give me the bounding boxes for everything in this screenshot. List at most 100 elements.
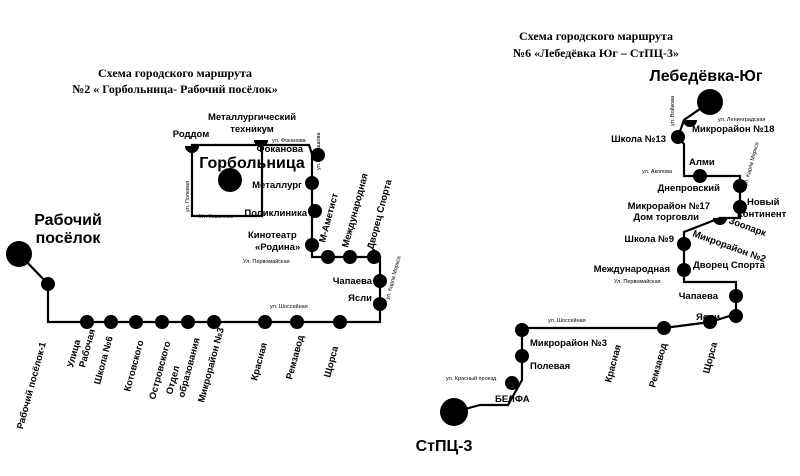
stop-metal-tekhnikum-marker[interactable]	[254, 140, 268, 147]
stop-chapaeva-label: Чапаева	[333, 276, 373, 287]
stop-kotovskogo-marker[interactable]	[129, 315, 143, 329]
stop-roddom-label: Роддом	[173, 129, 210, 140]
route-2-title-line2: №2 « Горбольница- Рабочий посёлок»	[72, 82, 277, 96]
stop-mkr3-marker[interactable]	[207, 315, 221, 329]
stop-ostrovskogo-marker[interactable]	[155, 315, 169, 329]
street-polevaya-label: ул. Полевая	[185, 181, 191, 212]
stop-fokanova-label: Фоканова	[257, 144, 304, 155]
street-leningradskaya-label: ул. Ленинградская	[718, 117, 765, 123]
terminal-gorbolnitsa-label: Горбольница	[199, 155, 305, 172]
stop-ulitsa-rabochaya-marker[interactable]	[80, 315, 94, 329]
stop-shkola9-marker[interactable]	[677, 237, 691, 251]
stop-dneprovskiy-marker[interactable]	[733, 179, 747, 193]
stop-krasnaya-marker[interactable]	[258, 315, 272, 329]
route-2-scheme: Схема городского маршрута №2 « Горбольни…	[6, 66, 403, 430]
stop-fokanova-marker[interactable]	[311, 148, 325, 162]
stop-shchorsa-label: Щорса	[322, 344, 341, 378]
stop-m-ametist-marker[interactable]	[321, 250, 335, 264]
stop-mezhdunarodnaya-marker-6[interactable]	[677, 263, 691, 277]
route-6-title-line1: Схема городского маршрута	[519, 29, 673, 43]
stop-mezhdunarodnaya-label-6: Международная	[594, 264, 670, 275]
stop-mkr18-marker[interactable]	[683, 120, 697, 127]
terminal-lebedyovka-yug-marker[interactable]	[697, 89, 723, 115]
stop-kotovskogo-label: Котовского	[122, 339, 146, 393]
stop-dvorets-sporta-marker[interactable]	[367, 250, 381, 264]
street-akopova-label: ул. Акопова	[642, 169, 673, 175]
stop-shchorsa-marker-6[interactable]	[703, 315, 717, 329]
terminal-rabochiy-label-1: Рабочий	[34, 212, 102, 229]
stop-otdel-obrazovaniya-marker[interactable]	[181, 315, 195, 329]
stop-remzavod-marker[interactable]	[290, 315, 304, 329]
stop-remzavod-label: Ремзавод	[284, 334, 306, 381]
street-pervomayskaya-label: Ул. Первомайская	[243, 258, 290, 265]
stop-m-ametist-label: М-Аметист	[317, 192, 341, 244]
stop-noviy-label-1: Новый	[747, 197, 780, 208]
route-6-line	[453, 101, 742, 414]
route-2-title-line1: Схема городского маршрута	[98, 66, 252, 80]
stop-almi-marker[interactable]	[693, 169, 707, 183]
stop-dom-torgovli-label: Дом торговли	[633, 212, 699, 223]
stop-shkola6-label: Школа №6	[92, 335, 115, 386]
route-6-title-line2: №6 «Лебедёвка Юг – СтПЦ-3»	[513, 46, 679, 60]
route-6-scheme: Схема городского маршрута №6 «Лебедёвка …	[416, 29, 787, 455]
stop-polevaya-marker-6[interactable]	[515, 349, 529, 363]
stop-mkr3-marker-6[interactable]	[515, 323, 529, 337]
street-karla-marksa-label-6: ул. Карла Маркса	[743, 141, 761, 187]
stop-kinoteatr-label-2: «Родина»	[255, 242, 300, 253]
stop-belfa-label: БЕЛФА	[495, 394, 530, 405]
stop-remzavod-label-6: Ремзавод	[647, 342, 669, 389]
stop-metallurg-marker[interactable]	[305, 176, 319, 190]
street-kovaleva-label: Ул. Ковалева	[199, 214, 234, 220]
stop-kinoteatr-rodina-marker[interactable]	[305, 238, 319, 252]
terminal-lebedyovka-label: Лебедёвка-Юг	[650, 68, 763, 85]
stop-noviy-kontinent-marker[interactable]	[733, 200, 747, 214]
stop-metal-tekhnikum-label-1: Металлургический	[208, 112, 296, 123]
stop-polevaya-label-6: Полевая	[530, 361, 570, 372]
street-karla-marksa-label: ул. Карла Маркса	[385, 255, 403, 301]
stop-shchorsa-marker[interactable]	[333, 315, 347, 329]
stop-mkr17-label: Микрорайон №17	[628, 201, 710, 212]
terminal-rabochiy-posyolok-marker[interactable]	[6, 241, 32, 267]
route-2-line	[18, 143, 382, 324]
stop-krasnaya-label: Красная	[249, 342, 270, 382]
terminal-stpts3-marker[interactable]	[440, 398, 468, 426]
street-shosseynaya-label-6: ул. Шоссейная	[548, 317, 586, 324]
stop-dneprovskiy-label: Днепровский	[658, 183, 721, 194]
stop-chapaeva-marker[interactable]	[373, 274, 387, 288]
street-shosseynaya-label: ул. Шоссейная	[270, 303, 308, 310]
terminal-gorbolnitsa-marker[interactable]	[218, 168, 242, 192]
stop-zoopark-marker[interactable]	[713, 218, 727, 225]
stop-yasli-label: Ясли	[348, 293, 372, 304]
terminal-stpts3-label: СтПЦ-3	[416, 438, 473, 455]
stop-shkola13-label: Школа №13	[611, 134, 666, 145]
stop-chapaeva-marker-6[interactable]	[729, 289, 743, 303]
stop-dvorets-sporta-label-6: Дворец Спорта	[693, 260, 766, 271]
stop-metallurg-label: Металлург	[252, 180, 302, 191]
stop-yasli-marker[interactable]	[373, 297, 387, 311]
street-fokanova-label: ул. Фоканова	[272, 138, 307, 144]
stop-yasli-label-6: Ясли	[696, 312, 720, 323]
street-krasny-proezd-label: ул. Красный проезд	[446, 375, 497, 382]
stop-mezhdunarodnaya-marker[interactable]	[343, 250, 357, 264]
street-pervomayskaya-label-6: Ул. Первомайская	[614, 278, 661, 285]
stop-metal-tekhnikum-label-2: техникум	[230, 124, 274, 135]
stop-mkr18-label: Микрорайон №18	[692, 124, 774, 135]
stop-mkr3-label: Микрорайон №3	[196, 326, 227, 403]
stop-noviy-label-2: Континент	[737, 209, 787, 220]
stop-shkola9-label: Школа №9	[624, 234, 674, 245]
stop-mkr3-label-6: Микрорайон №3	[530, 338, 607, 349]
stop-rabochiy-posyolok-1-marker[interactable]	[41, 277, 55, 291]
stop-shkola6-marker[interactable]	[104, 315, 118, 329]
stop-poliklinika-marker[interactable]	[308, 204, 322, 218]
stop-belfa-marker[interactable]	[505, 376, 519, 390]
stop-yasli-marker-6[interactable]	[729, 309, 743, 323]
stop-roddom-marker[interactable]	[185, 146, 199, 153]
stop-mezhdunarodnaya-label: Международная	[340, 172, 370, 249]
stop-remzavod-marker-6[interactable]	[657, 321, 671, 335]
stop-almi-label: Алми	[689, 157, 715, 168]
terminal-rabochiy-label-2: посёлок	[36, 230, 102, 247]
stop-shchorsa-label-6: Щорса	[701, 340, 720, 374]
stop-shkola13-marker[interactable]	[671, 130, 685, 144]
stop-chapaeva-label-6: Чапаева	[679, 291, 719, 302]
